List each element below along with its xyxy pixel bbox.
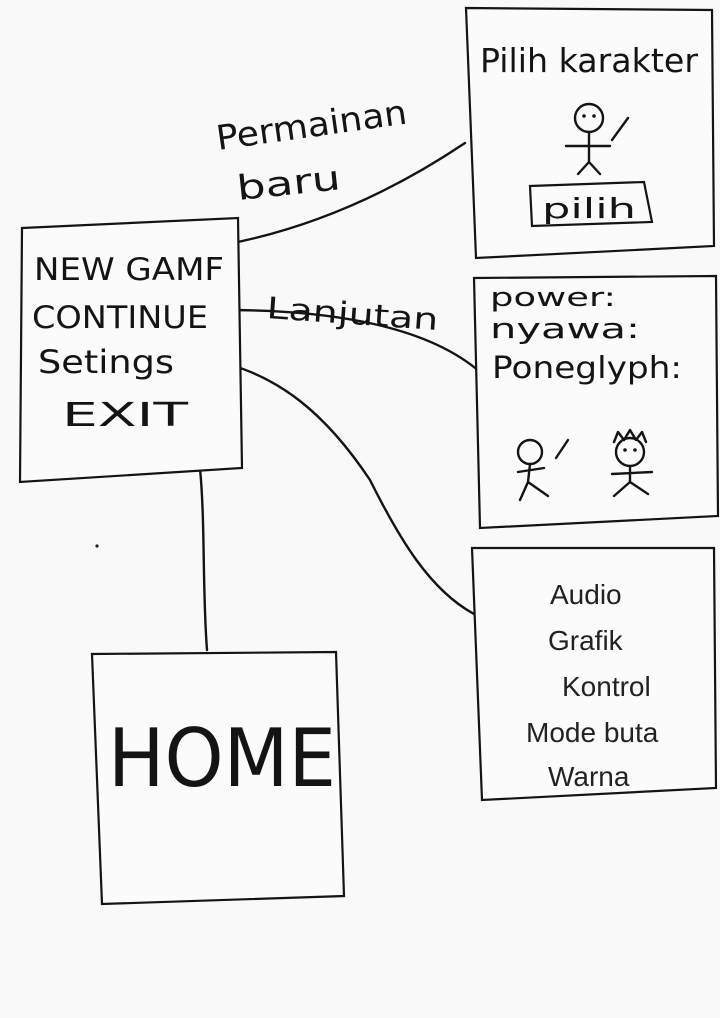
menu-item-settings[interactable]: Setings bbox=[38, 343, 174, 381]
menu-item-new-game[interactable]: NEW GAMF bbox=[34, 252, 224, 288]
character-figure-icon bbox=[516, 438, 570, 502]
connector-continue bbox=[224, 308, 482, 374]
home-screen: HOME bbox=[90, 650, 346, 906]
label-lanjutan: Lanjutan bbox=[265, 291, 439, 338]
settings-option-warna[interactable]: Warna bbox=[548, 761, 630, 792]
settings-option-audio[interactable]: Audio bbox=[550, 579, 622, 610]
pilih-button[interactable]: pilih bbox=[528, 180, 654, 228]
enemy-figure-icon bbox=[610, 428, 654, 498]
menu-item-continue[interactable]: CONTINUE bbox=[32, 300, 208, 336]
home-screen-frame bbox=[90, 650, 346, 906]
connector-settings bbox=[198, 356, 476, 616]
continue-screen-frame bbox=[472, 274, 720, 530]
pilih-button-label: pilih bbox=[542, 192, 636, 225]
settings-option-kontrol[interactable]: Kontrol bbox=[562, 671, 651, 702]
settings-option-grafik[interactable]: Grafik bbox=[548, 625, 624, 656]
settings-screen: Audio Grafik Kontrol Mode buta Warna bbox=[470, 546, 718, 802]
home-label: HOME bbox=[108, 712, 336, 805]
main-menu: NEW GAMF CONTINUE Setings EXIT bbox=[18, 216, 244, 484]
stray-dot bbox=[95, 544, 99, 548]
connector-new-game bbox=[226, 141, 467, 246]
character-select-screen: Pilih karakter pilih bbox=[464, 6, 716, 260]
stat-power: power: bbox=[490, 283, 616, 313]
stat-poneglyph: Poneglyph: bbox=[492, 351, 682, 386]
settings-option-mode-buta[interactable]: Mode buta bbox=[526, 717, 659, 748]
menu-item-exit[interactable]: EXIT bbox=[62, 395, 189, 434]
label-permainan: Permainan bbox=[214, 93, 410, 159]
stat-nyawa: nyawa: bbox=[490, 312, 640, 345]
label-baru: baru bbox=[235, 158, 343, 209]
character-figure-icon bbox=[564, 102, 630, 176]
continue-screen: power: nyawa: Poneglyph: bbox=[472, 274, 720, 530]
main-menu-frame bbox=[18, 216, 244, 484]
settings-screen-frame bbox=[470, 546, 718, 802]
character-select-title: Pilih karakter bbox=[480, 41, 698, 80]
